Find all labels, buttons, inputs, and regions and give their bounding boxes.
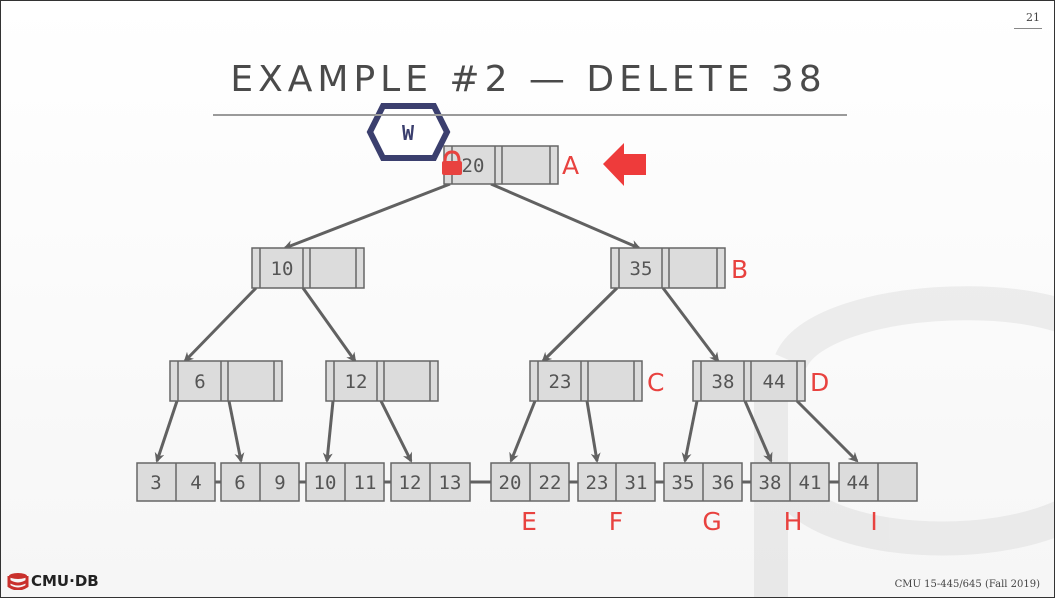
pointer-arrow-icon: [603, 143, 646, 186]
footer-logo: CMU·DB: [7, 572, 99, 590]
leaf-key: 35: [672, 472, 695, 494]
edge-c-leaf6: [585, 400, 601, 463]
footer-logo-text: CMU·DB: [31, 572, 99, 590]
edge-n12-leaf4: [379, 400, 413, 463]
edge-n10-n6: [183, 286, 258, 363]
slide-number-rule: [1014, 28, 1042, 29]
lock-icon: [442, 150, 462, 175]
leaf-node-i: 44 I: [838, 462, 918, 536]
node-key: 23: [549, 371, 572, 393]
inner-node-6: 6: [169, 360, 283, 402]
edge-a-n10: [283, 182, 451, 250]
node-key: 6: [194, 371, 205, 393]
database-watermark-icon: [754, 286, 1054, 597]
leaf-label-e: E: [521, 507, 537, 536]
lock-badge-label: W: [402, 121, 415, 145]
leaf-key: 36: [712, 472, 735, 494]
write-lock-badge: W: [366, 103, 451, 161]
edge-n6-leaf2: [227, 400, 245, 463]
leaf-key: 38: [759, 472, 782, 494]
leaf-key: 3: [150, 472, 161, 494]
leaf-key: 23: [586, 472, 609, 494]
leaf-label-g: G: [702, 507, 721, 536]
inner-node-c: 23 C: [529, 360, 664, 402]
title-underline: [213, 114, 847, 116]
edge-c-leaf5: [509, 400, 537, 463]
node-label-d: D: [810, 368, 829, 397]
edge-b-d: [661, 287, 720, 363]
edge-n6-leaf1: [154, 400, 179, 463]
leaf-node-2: 6 9: [220, 462, 300, 502]
database-logo-icon: [7, 573, 29, 590]
tree-edges: [154, 182, 859, 463]
inner-node-a: 20 A: [443, 145, 579, 185]
inner-node-d: 38 44 D: [692, 360, 829, 402]
edge-n12-leaf3: [322, 400, 335, 463]
slide-title: EXAMPLE #2 — DELETE 38: [230, 59, 827, 100]
leaf-key: 13: [439, 472, 462, 494]
edge-a-b: [490, 182, 641, 250]
inner-node-10: 10: [251, 247, 365, 289]
edge-d-leaf8: [743, 400, 773, 463]
leaf-key: 10: [314, 472, 337, 494]
leaf-key: 9: [274, 472, 285, 494]
inner-node-b: 35 B: [610, 247, 748, 289]
leaf-key: 11: [354, 472, 377, 494]
edge-d-leaf9: [795, 399, 859, 463]
leaf-key: 6: [234, 472, 245, 494]
leaf-node-4: 12 13: [390, 462, 471, 502]
leaf-node-1: 3 4: [136, 462, 216, 502]
leaf-node-e: 20 22 E: [490, 462, 570, 536]
leaf-node-g: 35 36 G: [663, 462, 743, 536]
node-label-c: C: [647, 368, 664, 397]
leaf-label-f: F: [609, 507, 623, 536]
leaf-node-3: 10 11: [305, 462, 385, 502]
slide-number: 21: [1026, 11, 1040, 24]
node-key: 35: [630, 258, 653, 280]
leaf-key: 44: [847, 472, 870, 494]
leaf-key: 12: [399, 472, 422, 494]
edge-n10-n12: [301, 287, 357, 363]
leaf-key: 31: [625, 472, 648, 494]
leaf-label-h: H: [784, 507, 803, 536]
node-label-b: B: [731, 255, 748, 284]
node-key: 12: [345, 371, 368, 393]
inner-node-12: 12: [325, 360, 439, 402]
leaf-key: 4: [190, 472, 201, 494]
leaf-key: 20: [499, 472, 522, 494]
node-label-a: A: [562, 151, 579, 180]
leaf-label-i: I: [870, 507, 877, 536]
node-key: 10: [271, 258, 294, 280]
edge-b-c: [541, 286, 619, 363]
leaf-key: 41: [799, 472, 822, 494]
leaf-node-f: 23 31 F: [577, 462, 656, 536]
footer-course: CMU 15-445/645 (Fall 2019): [894, 579, 1040, 590]
edge-d-leaf7: [681, 400, 699, 463]
node-key: 20: [462, 155, 485, 177]
leaf-node-h: 38 41 H: [750, 462, 830, 536]
node-key: 44: [763, 371, 786, 393]
node-key: 38: [712, 371, 735, 393]
leaf-key: 22: [539, 472, 562, 494]
